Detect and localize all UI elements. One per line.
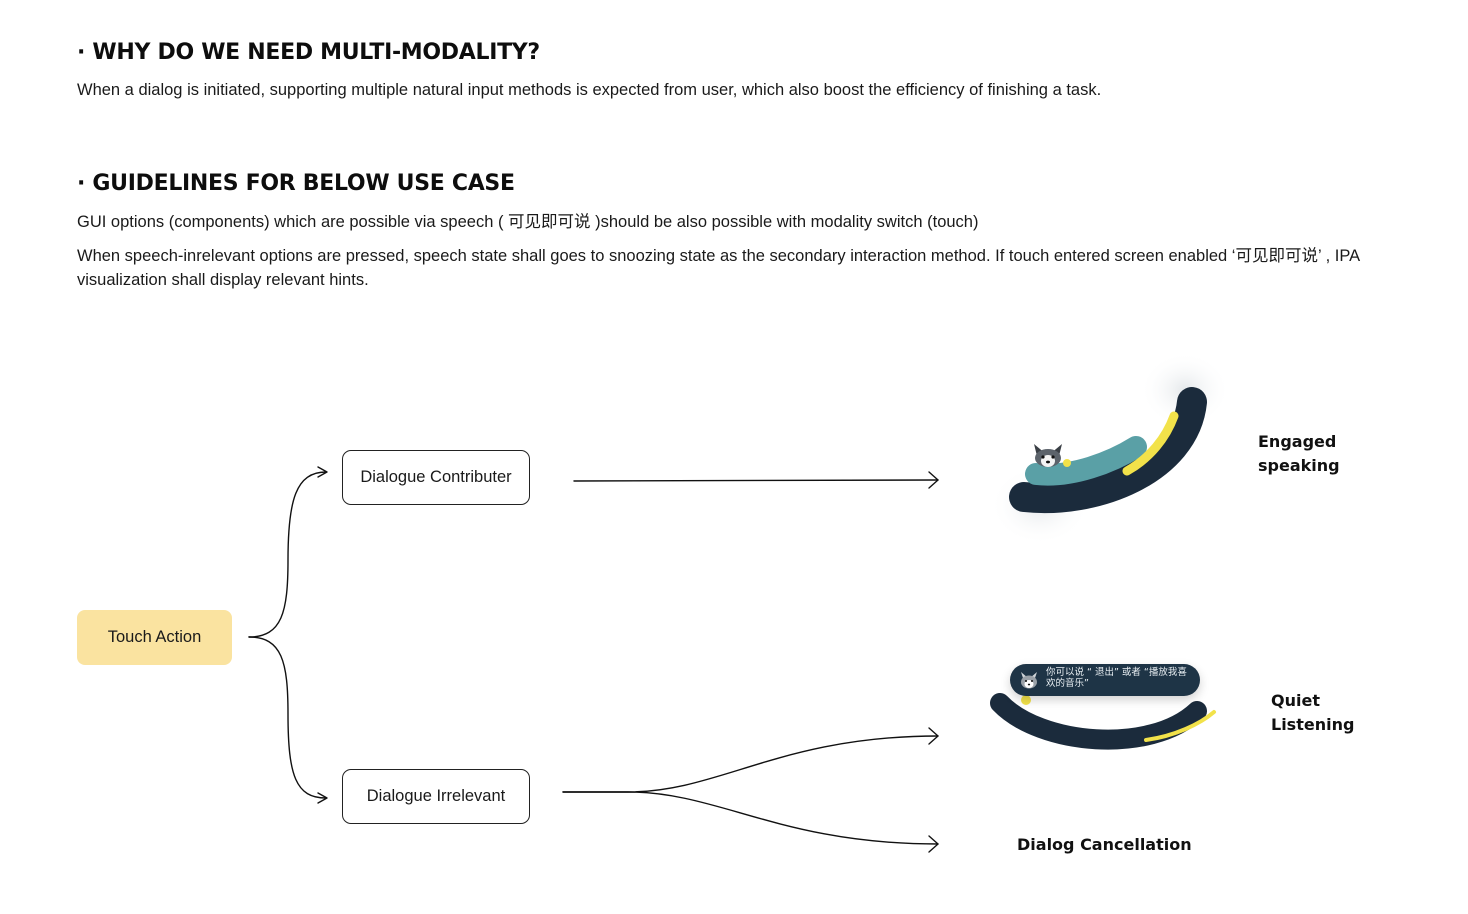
- arrow-to-engaged-speaking: [573, 479, 939, 482]
- husky-avatar-icon: [1021, 672, 1037, 689]
- dialogue-contributer-label: Dialogue Contributer: [360, 468, 512, 486]
- speaking-arc-teal: [1025, 436, 1147, 486]
- guideline-paragraph-2: When speech-inrelevant options are press…: [77, 247, 1360, 289]
- husky-avatar-icon: [1034, 444, 1062, 467]
- dialogue-irrelevant-node: Dialogue Irrelevant: [342, 769, 530, 824]
- speaking-arc-yellow: [1122, 411, 1179, 476]
- arrowhead-irrelevant: [317, 792, 328, 804]
- guideline-paragraph-1: GUI options (components) which are possi…: [77, 213, 979, 231]
- touch-action-label: Touch Action: [107, 628, 202, 646]
- section-heading-guidelines: · GUIDELINES FOR BELOW USE CASE: [77, 171, 515, 196]
- multimodality-paragraph: When a dialog is initiated, supporting m…: [77, 81, 1102, 99]
- arrowhead-engaged-speaking: [928, 471, 939, 489]
- quiet-listening-label: Quiet Listening: [1271, 691, 1355, 734]
- branch-to-irrelevant: [248, 636, 327, 799]
- dialogue-irrelevant-label: Dialogue Irrelevant: [366, 787, 506, 805]
- touch-action-node: Touch Action: [77, 610, 232, 665]
- arrowhead-quiet-listening: [928, 727, 939, 745]
- listening-arc-dark: [990, 693, 1207, 750]
- speaking-indicator-dot: [1063, 459, 1071, 467]
- arrowhead-contributer: [317, 466, 328, 478]
- arrow-to-dialog-cancellation: [562, 791, 939, 845]
- listening-arc-yellow: [1144, 710, 1216, 742]
- arrowhead-dialog-cancellation: [928, 835, 939, 853]
- dialogue-contributer-node: Dialogue Contributer: [342, 450, 530, 505]
- listening-indicator-dot: [1021, 695, 1031, 705]
- branch-to-contributer: [248, 471, 327, 638]
- arrow-to-quiet-listening: [562, 735, 939, 793]
- section-heading-multimodality: · WHY DO WE NEED MULTI-MODALITY?: [77, 40, 540, 65]
- engaged-speaking-label: Engaged speaking: [1258, 432, 1340, 475]
- ipa-hint-text: 你可以说 “ 退出” 或者 “播放我喜欢的音乐”: [1046, 667, 1187, 689]
- ipa-hint-bubble: 你可以说 “ 退出” 或者 “播放我喜欢的音乐”: [1010, 664, 1200, 696]
- speaking-arc-dark: [1009, 387, 1207, 514]
- dialog-cancellation-label: Dialog Cancellation: [1017, 835, 1192, 854]
